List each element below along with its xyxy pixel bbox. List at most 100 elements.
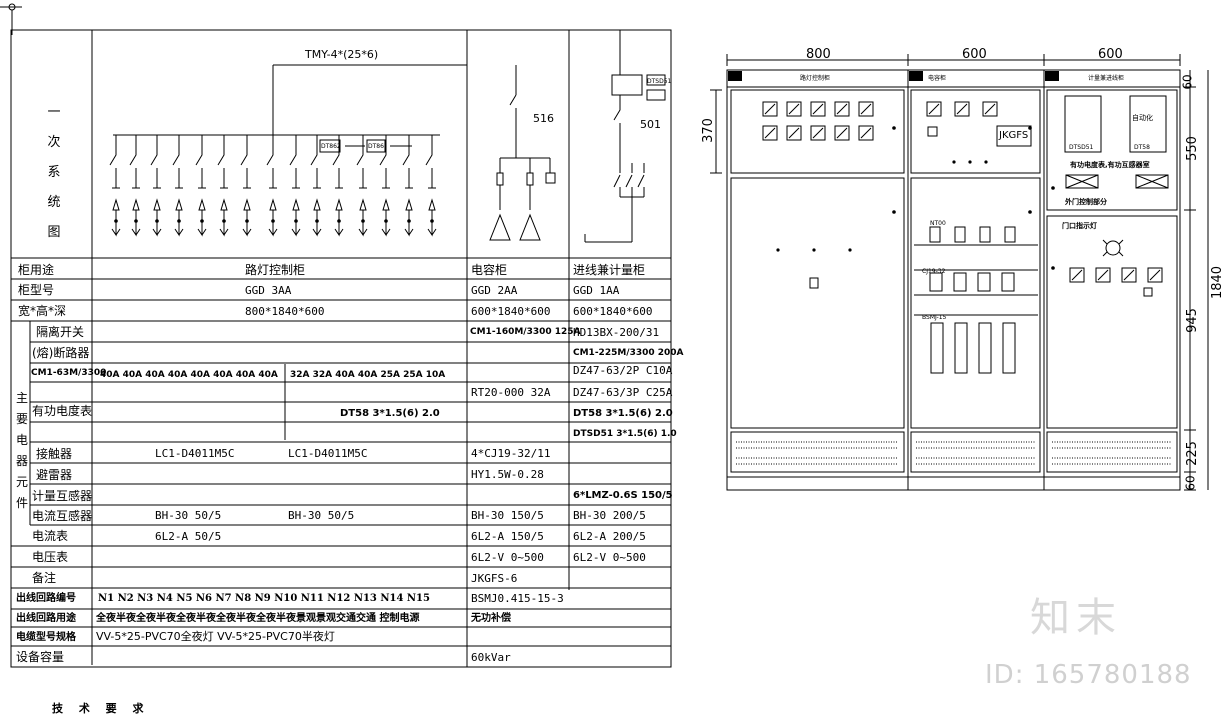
busbar-label: TMY-4*(25*6) bbox=[305, 48, 379, 61]
contactor-value: LC1-D4011M5C bbox=[155, 447, 235, 460]
row-label: 避雷器 bbox=[36, 468, 73, 482]
row-label: 隔离开关 bbox=[36, 325, 85, 339]
label-char: 图 bbox=[47, 225, 61, 240]
ct-value: BH-30 150/5 bbox=[471, 509, 544, 522]
label-char: 一 bbox=[47, 105, 61, 120]
label-char: 次 bbox=[47, 135, 61, 150]
capacity-cap: 60kVar bbox=[471, 651, 511, 664]
row-label: (熔)断路器 bbox=[32, 346, 90, 360]
footer-title: 技 术 要 求 bbox=[52, 702, 150, 715]
row-label: 出线回路用途 bbox=[16, 613, 76, 624]
col-title: 进线兼计量柜 bbox=[573, 263, 646, 277]
height-dim: 550 bbox=[1184, 136, 1200, 161]
row-label: 接触器 bbox=[36, 447, 73, 461]
meter-value: DT58 3*1.5(6) 2.0 bbox=[573, 408, 673, 419]
watermark-logo: 知末 bbox=[1030, 595, 1122, 641]
circuit-use-cap: 无功补偿 bbox=[471, 613, 511, 624]
height-dim: 225 bbox=[1184, 441, 1200, 466]
model-value: GGD 2AA bbox=[471, 284, 518, 297]
volt-value: 6L2-V 0~500 bbox=[471, 551, 544, 564]
isolator-value: HD13BX-200/31 bbox=[573, 326, 660, 339]
meter-text: 自动化 bbox=[1132, 114, 1153, 122]
row-label: 电流表 bbox=[32, 529, 69, 543]
label-char: 要 bbox=[15, 412, 28, 426]
door-lock-label: 外门控制部分 bbox=[1065, 198, 1107, 206]
meter-text: 有功电度表,有功互感器室 bbox=[1070, 161, 1150, 169]
label-char: 元 bbox=[15, 475, 28, 489]
model-value: GGD 1AA bbox=[573, 284, 620, 297]
col-title: 电容柜 bbox=[471, 263, 508, 277]
label-char: 器 bbox=[15, 454, 28, 468]
arrester-value: HY1.5W-0.28 bbox=[471, 468, 544, 481]
in-switch-label: 501 bbox=[640, 118, 661, 131]
label-char: 件 bbox=[15, 496, 28, 510]
model-value: GGD 3AA bbox=[245, 284, 292, 297]
row-label: 有功电度表 bbox=[32, 404, 93, 418]
height-dim: 60 bbox=[1183, 475, 1198, 491]
row-label: 电流互感器 bbox=[32, 509, 93, 523]
col-title: 路灯控制柜 bbox=[245, 263, 306, 277]
amm-value: 6L2-A 50/5 bbox=[155, 530, 222, 543]
row-label: 计量互感器 bbox=[32, 489, 93, 503]
contactor-value: LC1-D4011M5C bbox=[288, 447, 368, 460]
cabinet-elevation bbox=[710, 54, 1209, 491]
door-lamp-label: 门口指示灯 bbox=[1062, 222, 1097, 230]
cable-spec: VV-5*25-PVC70全夜灯 VV-5*25-PVC70半夜灯 bbox=[96, 630, 335, 643]
row-label: 设备容量 bbox=[16, 650, 65, 664]
main-components-label: 主 要 电 器 元 件 bbox=[14, 388, 30, 514]
cap-switch-label: 516 bbox=[533, 112, 554, 125]
primary-system-label: 一 次 系 统 图 bbox=[46, 98, 62, 248]
size-value: 800*1840*600 bbox=[245, 305, 325, 318]
meter-label: DT862 bbox=[321, 143, 341, 150]
row-label: 宽*高*深 bbox=[18, 304, 67, 318]
meter-value: DTSD51 3*1.5(6) 1.0 bbox=[573, 429, 677, 439]
panel-header: 计量兼进线柜 bbox=[1088, 75, 1125, 82]
meter-ct-value: 6*LMZ-0.6S 150/5 bbox=[573, 490, 673, 501]
panel-header: 路灯控制柜 bbox=[800, 75, 831, 82]
fuse-value: RT20-000 32A bbox=[471, 386, 551, 399]
width-dim: 800 bbox=[806, 47, 831, 62]
contactor-value: 4*CJ19-32/11 bbox=[471, 447, 551, 460]
row-label: 柜用途 bbox=[18, 263, 55, 277]
breaker-values-left: 40A 40A 40A 40A 40A 40A 40A 40A bbox=[100, 370, 278, 380]
bsmj-label: BSMJ-15 bbox=[922, 314, 947, 321]
ct-value: BH-30 200/5 bbox=[573, 509, 646, 522]
meter-text: DT58 bbox=[1134, 144, 1150, 151]
height-dim: 60 bbox=[1180, 74, 1195, 90]
row-label: 电压表 bbox=[32, 550, 69, 564]
amm-value: 6L2-A 150/5 bbox=[471, 530, 544, 543]
ct-value: BH-30 50/5 bbox=[288, 509, 355, 522]
circuit-cap: BSMJ0.415-15-3 bbox=[471, 592, 564, 605]
ct-value: BH-30 50/5 bbox=[155, 509, 222, 522]
row-label: 出线回路编号 bbox=[16, 593, 76, 604]
isolator-value: CM1-160M/3300 125A bbox=[470, 327, 581, 337]
nt-label: NT00 bbox=[930, 220, 946, 227]
label-char: 系 bbox=[47, 165, 61, 180]
amm-value: 6L2-A 200/5 bbox=[573, 530, 646, 543]
row-label: 柜型号 bbox=[18, 283, 55, 297]
meter-label: DT86 bbox=[368, 143, 384, 150]
breaker-model-label: CM1-63M/3300 bbox=[31, 368, 107, 378]
meter-label: DTSD51 bbox=[647, 78, 672, 85]
row-label: 电缆型号规格 bbox=[16, 632, 76, 643]
breaker-values-right: 32A 32A 40A 40A 25A 25A 10A bbox=[290, 370, 446, 380]
size-value: 600*1840*600 bbox=[471, 305, 551, 318]
circuit-numbers: N1 N2 N3 N4 N5 N6 N7 N8 N9 N10 N11 N12 N… bbox=[98, 593, 430, 604]
width-dim: 600 bbox=[1098, 47, 1123, 62]
left-height-dim: 370 bbox=[700, 118, 716, 143]
label-char: 主 bbox=[15, 391, 28, 405]
breaker-value: CM1-225M/3300 200A bbox=[573, 348, 684, 358]
row-label: 备注 bbox=[32, 571, 57, 585]
jkgfs-label: JKGFS bbox=[999, 130, 1029, 141]
dz2-value: DZ47-63/3P C25A bbox=[573, 386, 673, 399]
note-value: JKGFS-6 bbox=[471, 572, 518, 585]
height-dim: 945 bbox=[1184, 308, 1200, 333]
panel-header: 电容柜 bbox=[928, 75, 947, 82]
volt-value: 6L2-V 0~500 bbox=[573, 551, 646, 564]
label-char: 电 bbox=[15, 433, 28, 447]
watermark-id: ID: 165780188 bbox=[985, 660, 1192, 690]
width-dim: 600 bbox=[962, 47, 987, 62]
circuit-use: 全夜半夜全夜半夜全夜半夜全夜半夜全夜半夜景观景观交通交通 控制电源 bbox=[96, 613, 420, 624]
dz1-value: DZ47-63/2P C10A bbox=[573, 364, 673, 377]
